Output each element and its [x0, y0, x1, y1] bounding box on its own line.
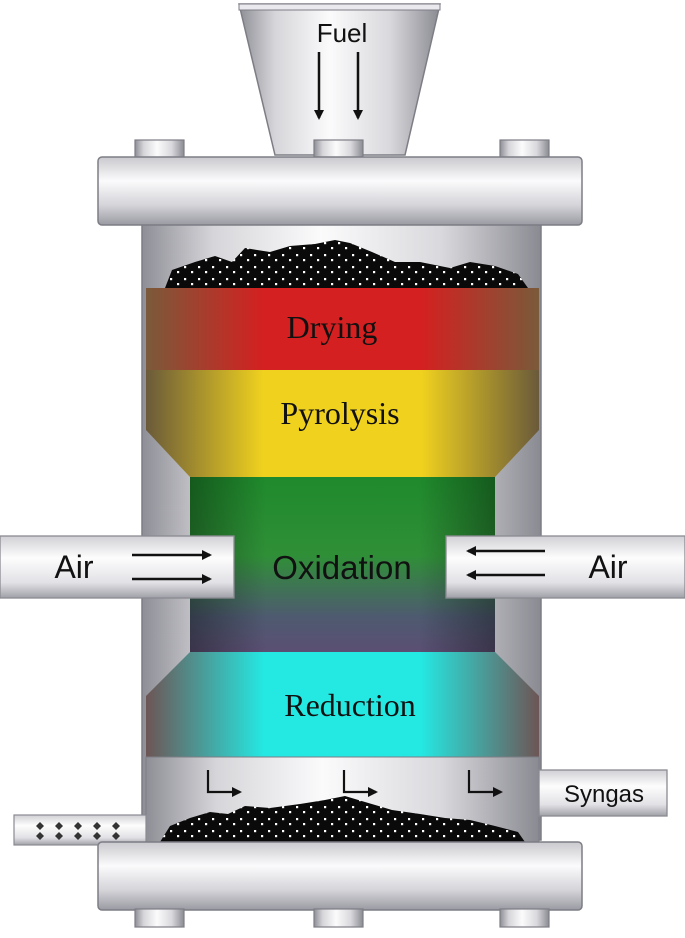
syngas-arrow-3: [467, 770, 503, 797]
syngas-arrow-2: [342, 770, 378, 797]
reduction-zone: [146, 652, 539, 757]
pyrolysis-zone: [146, 370, 539, 477]
top-bolt-right: [499, 139, 550, 159]
syngas-arrow-1: [206, 770, 242, 797]
top-fuel-bed: [165, 240, 528, 288]
fuel-label: Fuel: [317, 18, 368, 48]
air-inlet-right: [445, 535, 685, 599]
top-bolt-center: [313, 139, 364, 159]
bottom-flange: [97, 841, 583, 911]
auger-dots: [36, 822, 120, 840]
drying-label: Drying: [287, 309, 378, 345]
hopper-rim: [238, 3, 441, 11]
syngas-outlet: [538, 769, 668, 817]
oxidation-label: Oxidation: [272, 549, 411, 586]
syngas-label: Syngas: [564, 781, 644, 808]
bottom-bolt-center: [313, 908, 364, 928]
ash-auger-pipe: [13, 814, 147, 846]
air-left-label: Air: [54, 549, 93, 585]
drying-zone: [146, 288, 539, 370]
oxidation-zone-shade: [190, 477, 495, 652]
top-flange: [97, 156, 583, 226]
bottom-bolt-left: [134, 908, 185, 928]
air-right-label: Air: [588, 549, 627, 585]
bottom-bolt-right: [499, 908, 550, 928]
bottom-fuel-bed: [160, 796, 525, 842]
air-inlet-left: [0, 535, 235, 599]
top-bolt-left: [134, 139, 185, 159]
reduction-label: Reduction: [284, 687, 416, 723]
pyrolysis-label: Pyrolysis: [280, 395, 399, 431]
